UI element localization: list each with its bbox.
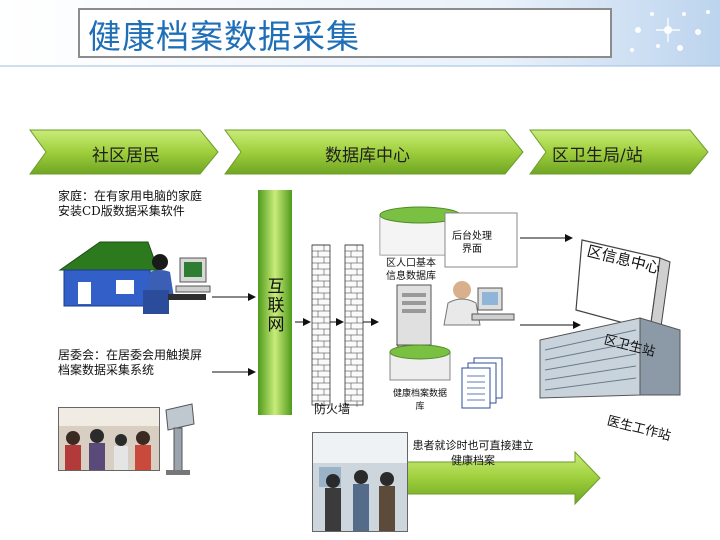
person-computer-icon [143, 254, 211, 314]
population-db-label: 区人口基本信息数据库 [386, 258, 436, 282]
committee-note: 居委会：在居委会用触摸屏档案数据采集系统 [58, 348, 203, 377]
kiosk-icon [165, 403, 195, 475]
flow-arrows [212, 234, 581, 376]
backend-label: 后台处理界面 [452, 231, 492, 255]
header-arrows [29, 129, 709, 175]
health-bureau-label: 区卫生局/站 [552, 146, 643, 166]
clinic-photo [312, 432, 408, 532]
committee-photo [58, 407, 160, 471]
health-database-icon [389, 344, 451, 381]
sparkle-decoration-icon [630, 10, 710, 52]
operator-icon [443, 281, 515, 326]
internet-bar [258, 190, 292, 415]
house-icon [58, 241, 159, 307]
firewall-label: 防火墙 [314, 402, 351, 416]
info-center-icon [575, 239, 671, 335]
server-icon [395, 284, 442, 356]
backend-box [444, 212, 518, 268]
health-db-label: 健康档案数据库 [393, 389, 448, 412]
building-icon [539, 317, 681, 399]
title-box [78, 8, 612, 58]
internet-label: 互联网 [267, 277, 285, 335]
database-center-label: 数据库中心 [325, 146, 410, 166]
page-title: 健康档案数据采集 [88, 17, 360, 56]
home-note: 家庭：在有家用电脑的家庭安装CD版数据采集软件 [58, 189, 203, 218]
residents-label: 社区居民 [92, 146, 160, 166]
documents-icon [461, 357, 503, 409]
clinic-note: 患者就诊时也可直接建立健康档案 [412, 439, 534, 467]
firewall-icon [311, 244, 364, 407]
